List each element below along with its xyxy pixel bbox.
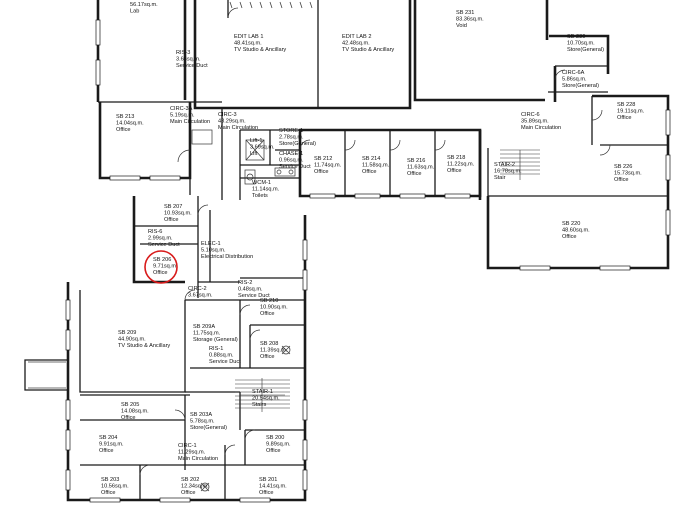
fixtures <box>191 129 296 492</box>
stairs <box>235 149 540 412</box>
windows <box>65 19 671 503</box>
walls <box>24 0 670 502</box>
highlight-circle <box>144 250 178 284</box>
doors <box>139 7 611 476</box>
room-label-lab-top: 56.17sq.m.Lab <box>130 2 158 15</box>
